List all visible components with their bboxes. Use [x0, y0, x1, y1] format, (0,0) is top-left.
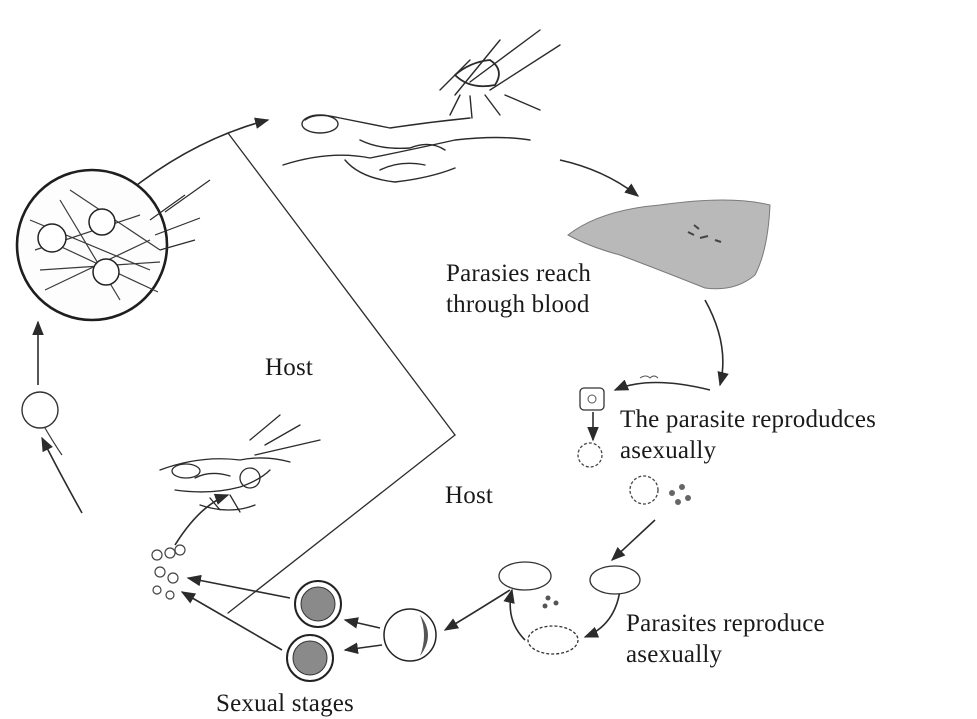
host-label-lower: Host — [445, 480, 493, 511]
arrow-loop-top — [615, 383, 710, 391]
arrow-rbc-loop-left — [510, 590, 525, 640]
gametocyte-icon — [287, 581, 436, 681]
arrow-gametocyte-to-sexual-lower — [345, 645, 382, 650]
host-divider — [228, 133, 455, 613]
zygote-icon — [22, 392, 62, 455]
arrow-zygote-to-gut — [175, 495, 228, 545]
host-label-upper: Host — [265, 352, 313, 383]
oocyst-icon — [17, 170, 210, 320]
arrow-liver-to-cells — [705, 300, 723, 385]
arrow-rbc-to-gametocyte — [445, 590, 510, 630]
arrow-gametocyte-to-sexual-upper — [345, 620, 380, 628]
reproduce-label-second: Parasites reproduce asexually — [626, 608, 825, 670]
arrow-cells-to-rbc — [612, 520, 655, 560]
reproduce-label-first: The parasite reprodudces asexually — [620, 404, 876, 466]
mosquito-on-hand-icon — [283, 30, 560, 182]
mosquito-gut-icon — [160, 415, 320, 512]
arrow-sexual-to-zygote-lower — [182, 592, 282, 650]
red-blood-cell-icon — [499, 562, 640, 654]
arrow-left-up-lower — [42, 438, 82, 513]
arrow-hand-to-liver — [560, 160, 638, 196]
blood-label: Parasies reach through blood — [446, 258, 591, 320]
arrow-rbc-loop-right — [585, 590, 620, 637]
liver-icon — [568, 200, 770, 289]
sexual-stages-label: Sexual stages — [216, 688, 354, 719]
arrow-sexual-to-zygote-upper — [188, 578, 290, 598]
zygote-cluster-icon — [152, 545, 185, 599]
